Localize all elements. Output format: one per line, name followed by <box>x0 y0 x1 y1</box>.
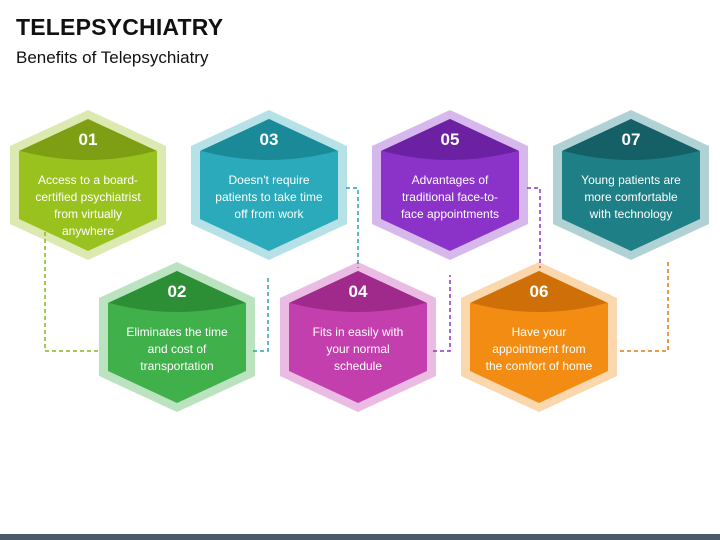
hexagon-step-two: 02 Eliminates the time and cost of trans… <box>99 262 255 412</box>
hexagon-shape <box>280 262 436 412</box>
step-number: 05 <box>440 130 460 149</box>
step-number: 03 <box>259 130 279 149</box>
hexagon-shape <box>461 262 617 412</box>
step-number: 01 <box>78 130 98 149</box>
step-description: Young patients are more comfortable with… <box>581 173 681 221</box>
hexagon-shape <box>10 110 166 260</box>
hexagon-shape <box>191 110 347 260</box>
step-number: 02 <box>167 282 187 301</box>
step-description: Have your appointment from the comfort o… <box>485 325 593 373</box>
step-description: Advantages of traditional face-to-face a… <box>400 173 500 221</box>
connector-03-04 <box>346 187 359 268</box>
hexagon-step-six: 06 Have your appointment from the comfor… <box>461 262 617 412</box>
step-number: 06 <box>529 282 549 301</box>
hexagon-step-one: 01 Access to a board-certified psychiatr… <box>10 110 166 260</box>
page-title: TELEPSYCHIATRY <box>16 14 224 40</box>
connector-06-07 <box>620 260 669 352</box>
footer-bar <box>0 534 720 540</box>
step-description: Access to a board-certified psychiatrist… <box>35 173 141 238</box>
page-subtitle: Benefits of Telepsychiatry <box>16 48 209 67</box>
step-number: 04 <box>348 282 368 301</box>
step-description: Fits in easily with your normal schedule <box>312 325 404 373</box>
connector-05-06 <box>527 187 541 268</box>
hexagon-step-four: 04 Fits in easily with your normal sched… <box>280 262 436 412</box>
step-number: 07 <box>621 130 641 149</box>
connector-02-03 <box>253 275 269 352</box>
connector-01-02 <box>44 232 100 352</box>
connector-04-05 <box>433 275 451 352</box>
hexagon-shape <box>372 110 528 260</box>
step-description: Eliminates the time and cost of transpor… <box>126 325 228 373</box>
hexagon-step-seven: 07 Young patients are more comfortable w… <box>553 110 709 260</box>
hexagon-step-five: 05 Advantages of traditional face-to-fac… <box>372 110 528 260</box>
hexagon-step-three: 03 Doesn't require patients to take time… <box>191 110 347 260</box>
step-description: Doesn't require patients to take time of… <box>215 173 323 221</box>
hexagon-shape <box>99 262 255 412</box>
hexagon-shape <box>553 110 709 260</box>
